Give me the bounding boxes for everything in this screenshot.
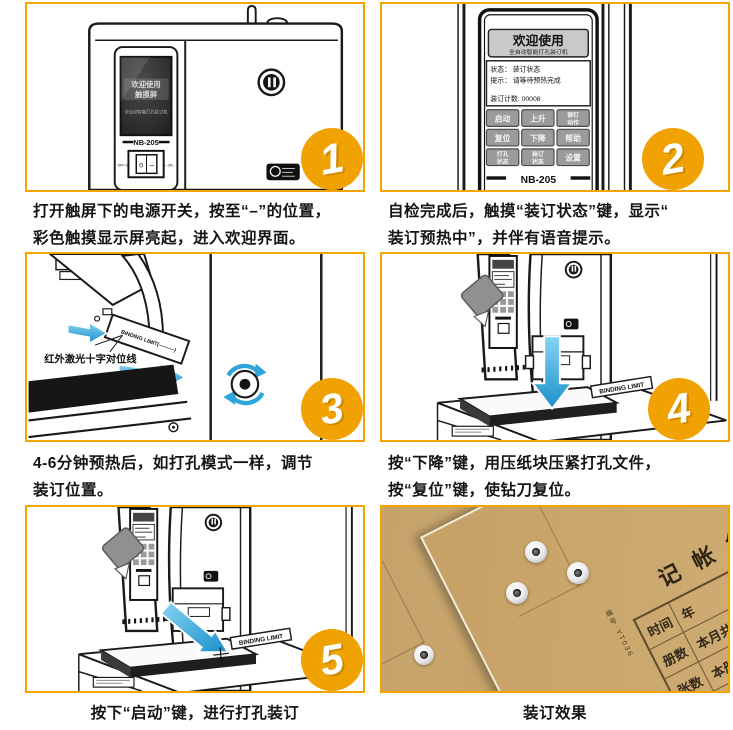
round-button-icon: [257, 68, 286, 97]
alignment-illustration: BINDING LIMIT(———) 红外激光十字对位线: [28, 254, 323, 440]
stylus-icon: [460, 274, 504, 328]
brand-logo: [266, 163, 300, 181]
binding-eyelet: [414, 645, 434, 665]
down-button: 下降: [530, 133, 546, 143]
status-box: 状态： 装订状态 提示： 请等待预热完成 装订计数: 00008: [485, 60, 591, 107]
punch-status-button: 打孔: [497, 150, 509, 158]
step-number-badge: 3: [301, 378, 363, 440]
step-1-figure: 欢迎使用 触摸屏 全自动智能打孔装订机 NB-205 0 – OFF 0 – O…: [25, 2, 365, 192]
svg-text:–: –: [150, 160, 155, 169]
screen-welcome-1: 欢迎使用: [130, 80, 160, 89]
top-knob-icon: [246, 4, 257, 26]
touchscreen-illustration: 欢迎使用 全自动智能打孔装订机 状态： 装订状态 提示： 请等待预热完成 装订计…: [457, 4, 632, 190]
power-switch: 0 – OFF 0 – ON: [117, 149, 174, 179]
diagonal-arrow-icon: [159, 600, 230, 654]
count-line: 装订计数: 00008: [490, 94, 540, 103]
screen-header: 欢迎使用 全自动智能打孔装订机: [487, 28, 590, 58]
arrow-icon: [67, 321, 109, 345]
start-binding-illustration: BINDING LIMIT: [78, 507, 360, 691]
step-2-figure: 欢迎使用 全自动智能打孔装订机 状态： 装订状态 提示： 请等待预热完成 装订计…: [380, 2, 730, 192]
up-button: 上升: [530, 113, 546, 123]
screen-subtitle: 全自动智能打孔装订机: [125, 109, 169, 116]
down-arrow-icon: [530, 335, 574, 411]
screen-subtitle: 全自动智能打孔装订机: [509, 48, 568, 56]
step-number-badge: 2: [642, 128, 704, 190]
result-caption: 装订效果: [522, 705, 587, 722]
adjust-knob-icon: [223, 363, 267, 406]
binding-eyelet: [525, 541, 547, 563]
svg-text:动作: 动作: [567, 118, 579, 126]
rivet-action-button: 铆钉: [567, 111, 579, 119]
step-number-badge: 5: [301, 629, 363, 691]
button-grid: [485, 109, 590, 167]
switch-on-label: – ON: [165, 164, 174, 168]
status-line: 状态： 装订状态: [490, 65, 540, 74]
screen-title: 欢迎使用: [512, 33, 564, 48]
svg-text:0: 0: [139, 162, 143, 169]
reset-button: 复位: [494, 133, 511, 143]
step-2-caption: 自检完成后，触摸“装订状态”键，显示“装订预热中”，并伴有语音提示。: [388, 203, 669, 247]
machine-front-illustration: 欢迎使用 触摸屏 全自动智能打孔装订机 NB-205 0 – OFF 0 – O…: [88, 4, 344, 190]
binding-eyelet: [506, 582, 528, 604]
step-4-caption: 按“下降”键，用压纸块压紧打孔文件，按“复位”键，使钻刀复位。: [388, 455, 661, 499]
screen-welcome-2: 触摸屏: [134, 90, 158, 99]
step-3-caption: 4-6分钟预热后，如打孔模式一样，调节装订位置。: [33, 455, 313, 499]
binding-eyelet: [567, 562, 589, 584]
settings-button: 设置: [565, 153, 581, 163]
step-5-figure: BINDING LIMIT 5: [25, 505, 365, 693]
model-label: NB-205: [133, 138, 158, 147]
help-button: 帮助: [565, 133, 581, 143]
switch-off-label: OFF 0: [117, 164, 127, 168]
laser-line-label: 红外激光十字对位线: [44, 353, 137, 366]
step-1-caption: 打开触屏下的电源开关，按至“–”的位置，彩色触摸显示屏亮起，进入欢迎界面。: [33, 203, 331, 247]
step-number-badge: 4: [648, 378, 710, 440]
step-5-caption: 按下“启动”键，进行打孔装订: [90, 705, 300, 722]
step-4-figure: BINDING LIMIT 4: [380, 252, 730, 442]
screen: [119, 55, 173, 137]
hint-line: 提示： 请等待预热完成: [490, 75, 560, 84]
svg-text:状态: 状态: [497, 158, 509, 166]
start-button: 启动: [495, 113, 511, 123]
model-label: NB-205: [521, 175, 557, 186]
stylus-icon: [101, 527, 145, 580]
svg-text:状态: 状态: [532, 158, 544, 166]
bind-status-button: 装订: [531, 150, 544, 158]
laser-cross-icon: [213, 647, 229, 662]
step-number-badge: 1: [301, 128, 363, 190]
step-3-figure: BINDING LIMIT(———) 红外激光十字对位线 3: [25, 252, 365, 442]
